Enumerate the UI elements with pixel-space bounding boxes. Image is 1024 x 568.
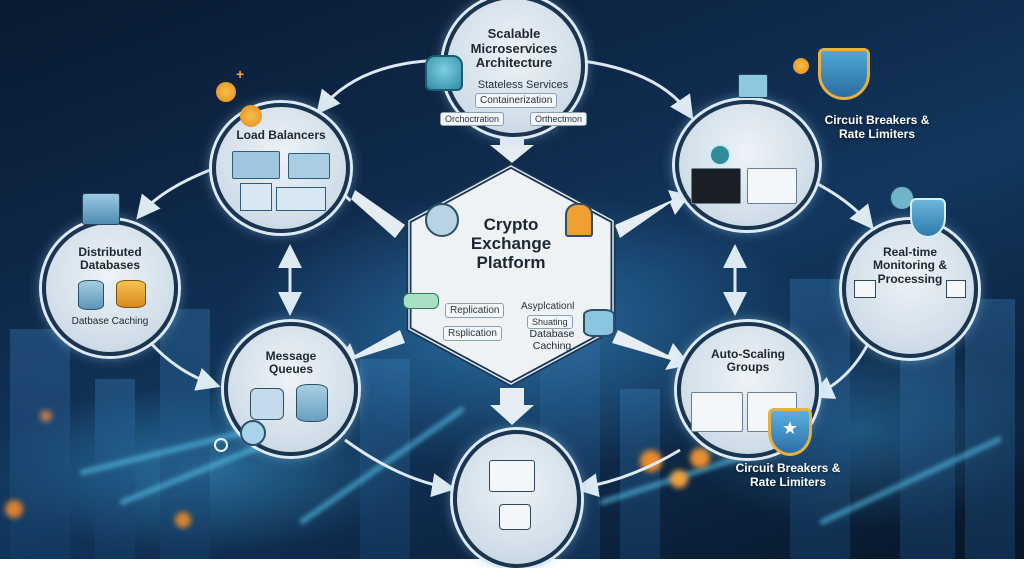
caption-line: Database [529,328,575,340]
hub-title-line: Platform [476,253,546,273]
chip-orchestration-right: Orthectmon [530,112,588,126]
joystick-database-icon [583,309,615,337]
node-realtime-monitoring[interactable]: Real-time Monitoring & Processing [842,220,978,358]
magnifier-icon [214,438,228,452]
dark-chart-icon [691,168,741,204]
node-title-line: Scalable [487,26,541,41]
node-title-line: Microservices [470,40,558,56]
calendar-grid-icon [240,183,272,211]
gear-certificate-icon [288,153,330,179]
spreadsheet-icon [946,280,966,298]
city-skyline [0,279,1024,559]
node-title: Load Balancers [236,128,326,142]
node-distributed-databases[interactable]: Distributed Databases Datbase Caching [42,220,178,356]
star-badge-icon [709,144,731,166]
node-title-line: Architecture [475,55,553,71]
node-title-line: Distributed [78,245,142,259]
user-search-icon [240,420,266,446]
robot-icon [425,55,463,91]
document-icon [854,280,876,298]
bitcoin-vault-icon [565,203,593,237]
user-map-icon [276,187,326,211]
circuit-breakers-label-bottom: Circuit Breakers & Rate Limiters [718,461,858,490]
node-caption: Datbase Caching [71,316,149,327]
database-caching-caption: Database Caching [517,328,587,352]
chip-replication-1: Replication [445,303,505,318]
label-line: Circuit Breakers & [735,461,841,475]
server-panel-icon [232,151,280,179]
database-icon [296,384,328,422]
node-title-line: Groups [726,360,770,375]
plus-icon: + [236,66,245,82]
caption-line: Caching [532,339,572,352]
circuit-breakers-label-top: Circuit Breakers & Rate Limiters [812,113,942,142]
database-cache-icon [116,280,146,308]
node-title-line: Processing [877,271,943,286]
chip-replication-2: Rsplication [443,326,502,341]
node-title-line: Message [265,349,317,363]
node-load-balancers[interactable]: Load Balancers [212,103,350,233]
queue-sync-icon [250,388,284,420]
node-title-line: Auto-Scaling [711,347,785,361]
server-stack-icon [82,193,120,225]
central-hub-crypto-exchange[interactable]: Crypto Exchange Platform Replication Rsp… [403,163,617,387]
label-line: Rate Limiters [838,126,916,141]
document-icon [489,460,535,492]
shield-gauge-icon [910,198,946,238]
node-subtitle: Stateless Services [477,79,569,91]
node-top-right-dashboard[interactable] [675,100,819,230]
label-line: Circuit Breakers & [824,113,930,127]
node-title-line: Databases [79,258,141,273]
bar-chart-icon [747,168,797,204]
node-bottom-messaging[interactable] [453,430,581,568]
chip-sharding: Shuating [527,315,573,329]
star-shield-icon: ★ [768,408,812,456]
hub-title-line: Crypto [483,215,539,234]
node-title-line: Monitoring & [873,258,947,273]
coin-icon [240,105,262,127]
bitcoin-coin-icon [216,82,236,102]
chip-asyplcation: Asyplcationl [521,301,575,312]
node-title-line: Queues [268,362,313,377]
database-icon [78,280,104,310]
bitcoin-shield-icon [818,48,870,100]
hub-title: Crypto Exchange Platform [405,215,617,272]
chip-containerization: Containerization [475,93,558,108]
chip-orchestration-left: Orchoctration [440,112,505,126]
bar-chart-icon [691,392,743,432]
chat-bubble-icon [499,504,531,530]
node-title-line: Real-time [882,245,938,259]
hub-title-line: Exchange [470,234,552,254]
handcuffs-lock-icon [425,203,459,237]
monitor-sync-icon [738,74,768,98]
hexagon-shape [406,163,616,387]
handshake-icon [403,293,439,309]
bitcoin-coin-icon [793,58,809,74]
label-line: Rate Limiters [749,474,827,489]
